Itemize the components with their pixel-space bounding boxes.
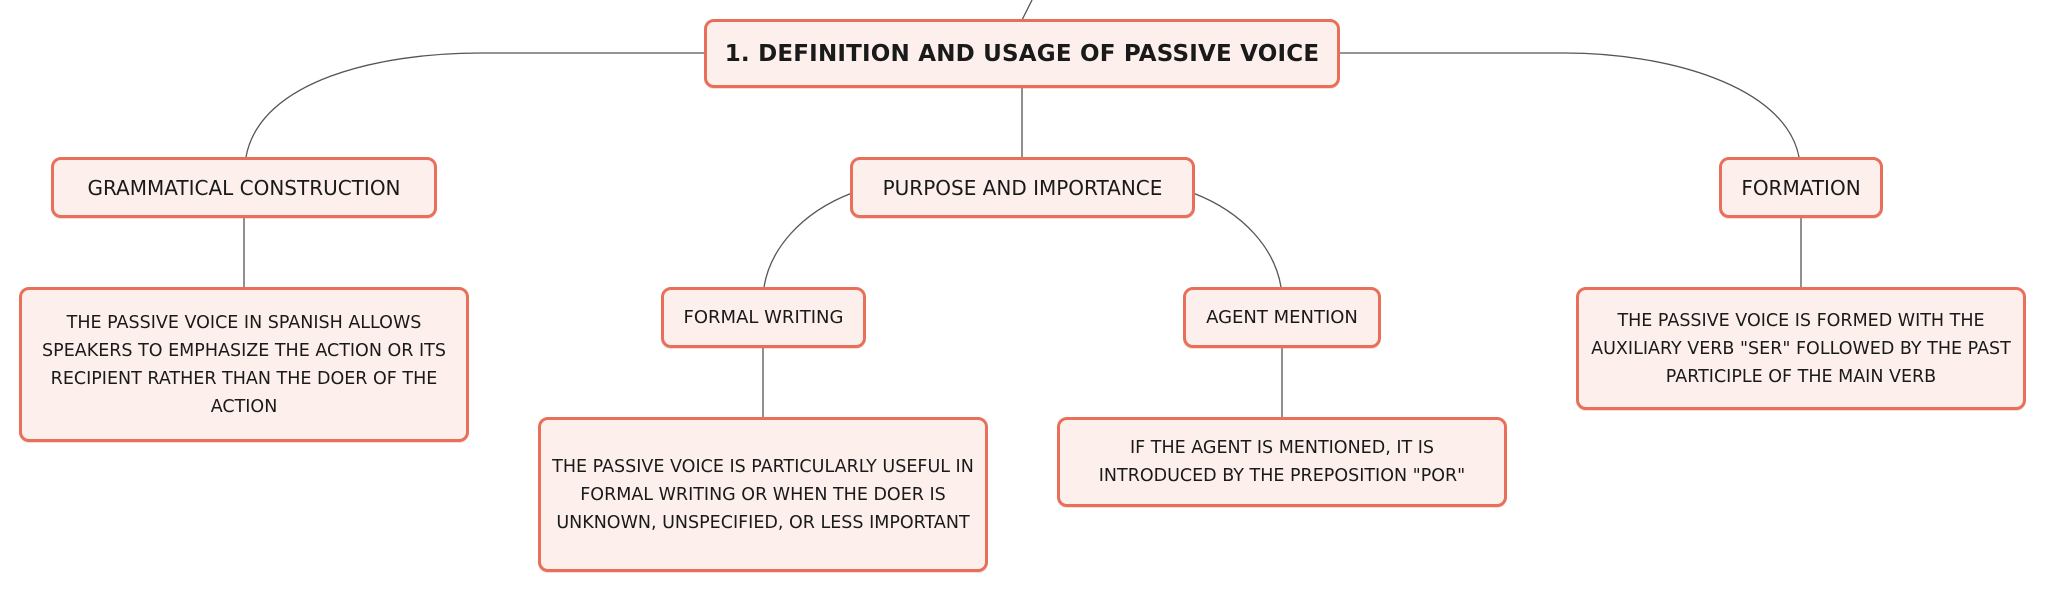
agent-mention-node[interactable]: AGENT MENTION — [1183, 287, 1381, 348]
connector-root-to-formation — [1340, 52, 1800, 158]
agent-mention-label: AGENT MENTION — [1206, 307, 1358, 328]
formal-writing-detail: THE PASSIVE VOICE IS PARTICULARLY USEFUL… — [552, 456, 974, 533]
agent-mention-detail-node[interactable]: IF THE AGENT IS MENTIONED, IT IS INTRODU… — [1057, 417, 1507, 507]
agent-mention-detail: IF THE AGENT IS MENTIONED, IT IS INTRODU… — [1098, 438, 1466, 486]
formation-detail: THE PASSIVE VOICE IS FORMED WITH THE AUX… — [1591, 310, 2011, 387]
formal-writing-node[interactable]: FORMAL WRITING — [661, 287, 866, 348]
purpose-importance-node[interactable]: PURPOSE AND IMPORTANCE — [850, 157, 1195, 218]
connector-root-to-grammatical — [245, 52, 704, 158]
connector-purpose-to-formal — [763, 192, 853, 288]
formal-writing-label: FORMAL WRITING — [683, 307, 844, 328]
purpose-importance-label: PURPOSE AND IMPORTANCE — [882, 175, 1163, 200]
formation-node[interactable]: FORMATION — [1719, 157, 1883, 218]
grammatical-construction-node[interactable]: GRAMMATICAL CONSTRUCTION — [51, 157, 437, 218]
formation-detail-node[interactable]: THE PASSIVE VOICE IS FORMED WITH THE AUX… — [1576, 287, 2026, 410]
grammatical-construction-detail: THE PASSIVE VOICE IN SPANISH ALLOWS SPEA… — [42, 312, 446, 417]
formal-writing-detail-node[interactable]: THE PASSIVE VOICE IS PARTICULARLY USEFUL… — [538, 417, 988, 572]
connector-parent-to-root — [1021, 0, 1033, 21]
grammatical-construction-detail-node[interactable]: THE PASSIVE VOICE IN SPANISH ALLOWS SPEA… — [19, 287, 469, 442]
formation-label: FORMATION — [1741, 175, 1861, 200]
grammatical-construction-label: GRAMMATICAL CONSTRUCTION — [87, 175, 401, 200]
connector-purpose-to-agent — [1192, 192, 1282, 288]
root-node[interactable]: 1. DEFINITION AND USAGE OF PASSIVE VOICE — [704, 19, 1340, 88]
root-node-label: 1. DEFINITION AND USAGE OF PASSIVE VOICE — [724, 40, 1320, 67]
